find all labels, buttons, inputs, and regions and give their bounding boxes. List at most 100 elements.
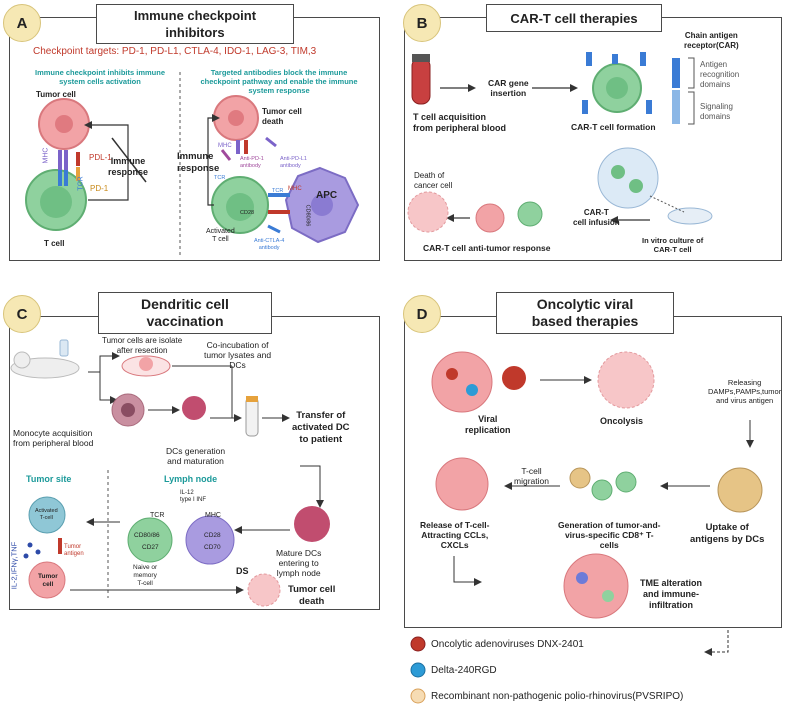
a-tumor-death-2: death: [262, 117, 284, 126]
b-car-structure-bottom: [672, 90, 680, 124]
b-car-gene-1: CAR gene: [488, 78, 529, 88]
c-transfer-2: activated DC: [292, 422, 350, 433]
c-cytokine-3: [23, 553, 29, 559]
a-anti-pdl1-2: antibody: [280, 163, 301, 169]
a-tumor-death-1: Tumor cell: [262, 107, 302, 116]
d-viral-2: [466, 384, 478, 396]
b-tcell-acq-2: from peripheral blood: [413, 123, 507, 133]
d-arrow5-line: [453, 556, 474, 583]
b-dead-cell: [407, 191, 449, 233]
c-monocyte-nucleus: [121, 403, 135, 417]
b-arrow2-head: [570, 84, 578, 92]
d-tme-1: [576, 572, 588, 584]
a-anti-pd1-2: antibody: [240, 163, 261, 169]
d-oncolysis-cell: [597, 351, 655, 409]
a-right-tcr: [268, 193, 290, 197]
b-car-structure-top: [672, 58, 680, 88]
c-cd70: CD70: [204, 544, 221, 551]
c-coinc-1: Co-incubation of: [206, 340, 269, 350]
panel-d-title-1: Oncolytic viral: [536, 296, 634, 312]
badge-d: D: [403, 295, 441, 333]
b-cart-small: [517, 201, 543, 227]
d-legend-arrowhead: [704, 648, 712, 656]
panel-a-title-line1: Immune checkpoint: [133, 8, 257, 23]
c-naive-1: Naive or: [133, 564, 158, 571]
c-monocyte-1: Monocyte acquisition: [13, 428, 93, 438]
c-tumor-antigen-1: Tumor: [64, 544, 82, 550]
c-lymph-node: Lymph node: [164, 474, 218, 484]
c-dc-cell: [182, 396, 206, 420]
c-dead-tumor: [247, 573, 281, 607]
b-car-receptor-4: [646, 100, 652, 114]
d-tme-1: TME alteration: [640, 578, 703, 588]
a-anti-pdl1-1: Anti-PD-L1: [280, 156, 307, 162]
b-arrow1-head: [468, 84, 476, 92]
b-invitro-magnify: [597, 147, 659, 209]
a-right-response-line: [207, 117, 214, 206]
a-cd28: CD28: [240, 210, 255, 216]
panel-a-title-line2: inhibitors: [165, 25, 225, 40]
a-right-heading-3: system response: [248, 86, 310, 95]
a-anti-pdl1-shape: [265, 136, 277, 148]
a-mhc-bar: [58, 150, 62, 170]
d-arrow5-head: [474, 578, 482, 586]
c-arrow-isolate: [112, 352, 120, 360]
c-mature-3: lymph node: [276, 568, 321, 578]
d-viral-1: Viral: [478, 414, 498, 424]
c-dcs-gen-1: DCs generation: [166, 446, 226, 456]
a-activated-2: T cell: [212, 236, 229, 243]
b-invitro-cell1: [611, 165, 625, 179]
d-arrow1-head: [584, 376, 592, 384]
d-releasing-3: and virus antigen: [716, 396, 774, 405]
badge-a: A: [3, 4, 41, 42]
c-transfer-1: Transfer of: [296, 410, 346, 421]
b-tube-cap: [412, 54, 430, 62]
d-viral-1: [446, 368, 458, 380]
a-immune-struck-1: Immune: [110, 156, 146, 166]
b-arrow4-head: [446, 214, 454, 222]
b-car-receptor-2: [640, 52, 646, 66]
c-naive-3: T-cell: [137, 580, 153, 587]
d-virus-free: [502, 366, 526, 390]
a-anti-ctla4-2: antibody: [258, 245, 280, 251]
c-tumor-site-cell: [28, 561, 66, 599]
c-dish-cells: [139, 357, 153, 371]
c-tumor-antigen-2: antigen: [64, 551, 84, 557]
a-feedback-line: [88, 124, 129, 201]
a-tumor-cell-label: Tumor cell: [36, 90, 76, 99]
legend-item-polio: Recombinant non-pathogenic polio-rhinovi…: [431, 691, 684, 702]
c-activated-tcell: [28, 496, 66, 534]
c-mature-2: entering to: [278, 558, 319, 568]
c-naive-2: memory: [133, 572, 157, 579]
b-chain-2: receptor(CAR): [684, 41, 739, 50]
a-right-tcell-nucleus: [226, 193, 254, 221]
d-tme-2: and immune-: [643, 589, 700, 599]
legend-item-delta: Delta-240RGD: [431, 665, 497, 676]
c-mature-1: Mature DCs: [276, 548, 322, 558]
b-tcell-acq-1: T cell acquisition: [413, 112, 487, 122]
d-uptake-1: Uptake of: [705, 522, 749, 533]
panel-d-title-2: based therapies: [531, 313, 639, 329]
b-death-1: Death of: [414, 171, 445, 180]
c-coinc-3: DCs: [229, 360, 246, 370]
b-antigen-3: domains: [700, 80, 731, 89]
d-tme-2: [602, 590, 614, 602]
a-mhc-right2: MHC: [288, 186, 302, 192]
